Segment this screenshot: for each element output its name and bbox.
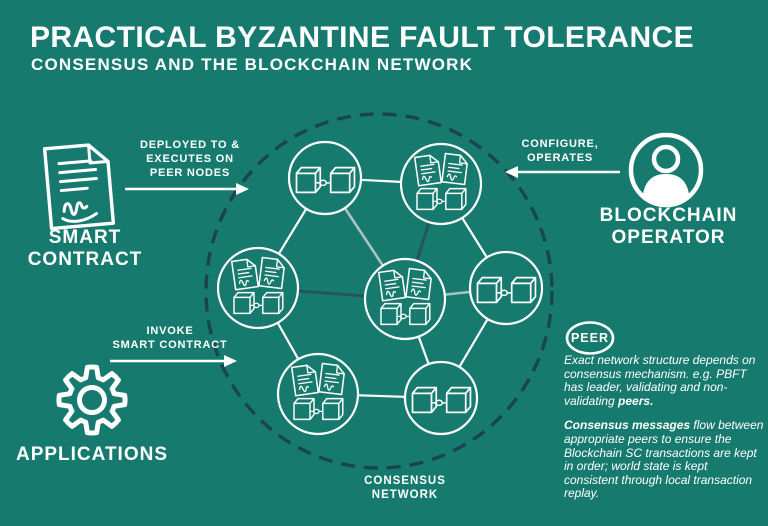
configure-arrow	[505, 166, 620, 178]
network-node-mid-left	[216, 246, 300, 330]
deploy-arrow	[125, 183, 249, 195]
peer-badge-outline	[565, 321, 615, 355]
peer-notes: Exact network structure depends on conse…	[564, 353, 764, 501]
gear-icon	[56, 364, 128, 436]
page-title: PRACTICAL BYZANTINE FAULT TOLERANCE	[30, 21, 694, 54]
consensus-network-boundary	[204, 112, 554, 470]
deploy-annotation: DEPLOYED TO & EXECUTES ON PEER NODES	[139, 139, 241, 179]
invoke-arrow	[110, 355, 237, 367]
configure-annotation: CONFIGURE, OPERATES	[521, 138, 599, 164]
page-subtitle: CONSENSUS AND THE BLOCKCHAIN NETWORK	[31, 55, 474, 74]
network-node-bottom-right	[403, 360, 479, 436]
peer-note-structure: Exact network structure depends on conse…	[564, 353, 756, 408]
network-node-bottom-left	[276, 352, 360, 436]
network-node-top-left	[287, 140, 363, 216]
person-icon	[628, 132, 704, 208]
network-nodes	[216, 140, 544, 436]
smart-contract-label: SMART CONTRACT	[27, 227, 143, 271]
network-node-mid-right	[468, 250, 544, 326]
peer-badge-label: PEER	[570, 331, 610, 345]
invoke-annotation: INVOKE SMART CONTRACT	[112, 325, 228, 351]
network-node-center	[363, 257, 447, 341]
applications-label: APPLICATIONS	[15, 444, 169, 465]
consensus-network-label: CONSENSUS NETWORK	[364, 475, 446, 502]
peer-note-messages: Consensus messages flow between appropri…	[564, 418, 764, 501]
smart-contract-icon	[42, 143, 116, 231]
blockchain-operator-label: BLOCKCHAIN OPERATOR	[599, 205, 738, 249]
network-node-top-right	[399, 142, 483, 226]
